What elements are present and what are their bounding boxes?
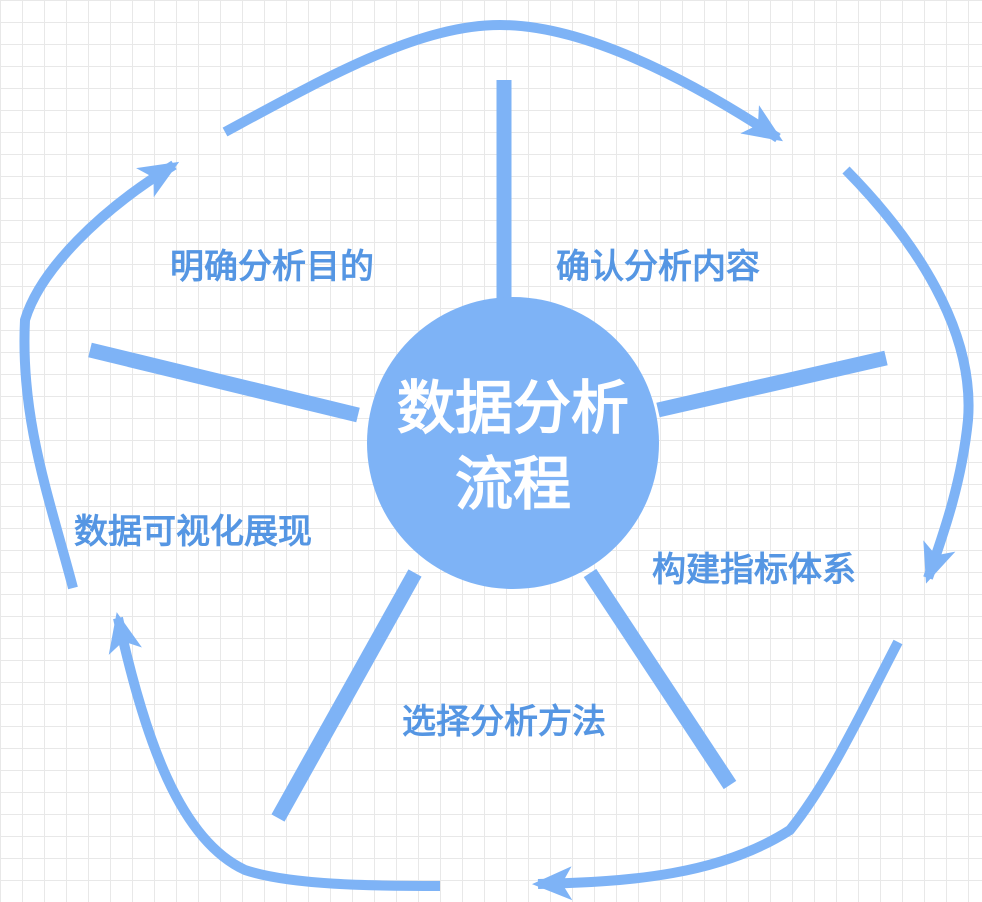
step-label-choose-method: 选择分析方法 <box>402 702 606 742</box>
cycle-arrows <box>19 19 974 901</box>
center-title-line-2: 流程 <box>454 450 571 518</box>
center-circle <box>367 297 659 589</box>
step-label-confirm-content: 确认分析内容 <box>556 247 760 287</box>
step-label-define-purpose: 明确分析目的 <box>170 247 374 287</box>
center-title-line-1: 数据分析 <box>396 374 629 442</box>
arrow-bottom-left <box>108 612 441 891</box>
step-label-visualization: 数据可视化展现 <box>74 512 312 552</box>
spoke-right <box>656 350 888 418</box>
arrow-right <box>842 166 974 584</box>
arrow-bottom-right <box>532 639 903 901</box>
arrow-left <box>19 160 180 590</box>
step-label-build-metrics: 构建指标体系 <box>652 550 856 590</box>
arrow-top <box>222 19 784 143</box>
center-title: 数据分析 流程 <box>365 370 661 522</box>
spoke-bottom-left <box>271 569 422 822</box>
spokes <box>88 80 888 822</box>
spoke-bottom-right <box>583 568 737 790</box>
spoke-left <box>88 342 360 423</box>
